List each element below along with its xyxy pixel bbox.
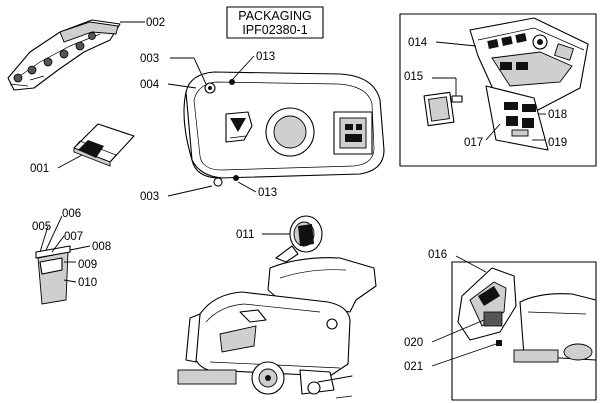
callout-021: 021 bbox=[404, 361, 423, 373]
leader-017 bbox=[485, 123, 501, 141]
callout-007: 007 bbox=[64, 231, 83, 243]
callout-017: 017 bbox=[464, 137, 483, 149]
callout-018: 018 bbox=[548, 109, 567, 121]
callout-014: 014 bbox=[408, 37, 428, 49]
leader-001 bbox=[57, 154, 83, 169]
part-001-drawing bbox=[73, 123, 135, 167]
leader-008 bbox=[69, 245, 91, 251]
leader-004 bbox=[167, 83, 197, 89]
leader-014 bbox=[435, 41, 477, 47]
title-line-2: IPF02380-1 bbox=[242, 23, 307, 37]
leader-021 bbox=[431, 343, 497, 367]
callout-011: 011 bbox=[236, 229, 254, 241]
title-box: PACKAGING IPF02380-1 bbox=[226, 6, 324, 39]
callout-016: 016 bbox=[428, 249, 447, 261]
callout-004: 004 bbox=[140, 79, 160, 91]
callout-002: 002 bbox=[146, 17, 165, 29]
title-line-1: PACKAGING bbox=[238, 9, 311, 23]
part-002-drawing bbox=[7, 19, 121, 91]
callout-019: 019 bbox=[548, 137, 567, 149]
title-frame bbox=[226, 6, 324, 39]
callout-001: 001 bbox=[30, 163, 49, 175]
callout-005: 005 bbox=[32, 221, 51, 233]
floor-scrubber-drawing bbox=[177, 245, 377, 399]
callout-020: 020 bbox=[404, 337, 423, 349]
callout-015: 015 bbox=[404, 71, 423, 83]
leader-003-bottom bbox=[167, 185, 213, 197]
callout-010: 010 bbox=[78, 277, 97, 289]
part-005-010-drawing bbox=[35, 245, 71, 305]
leader-006 bbox=[45, 215, 63, 251]
callout-013-top: 013 bbox=[256, 51, 275, 63]
leader-005 bbox=[39, 225, 49, 253]
leader-020 bbox=[431, 319, 485, 343]
callout-003-bottom: 003 bbox=[140, 191, 159, 203]
callout-013-bottom: 013 bbox=[258, 187, 277, 199]
control-panel-inset bbox=[399, 13, 597, 167]
callout-006: 006 bbox=[62, 208, 81, 220]
inset-frame-control-panel bbox=[399, 13, 597, 167]
leader-013-bottom bbox=[237, 181, 257, 193]
callout-009: 009 bbox=[78, 259, 97, 271]
top-cover-drawing bbox=[183, 71, 385, 187]
leader-013-top bbox=[231, 55, 255, 81]
leader-016 bbox=[455, 255, 487, 273]
side-panel-inset bbox=[451, 261, 597, 401]
leader-007 bbox=[51, 235, 65, 253]
part-011-drawing bbox=[289, 215, 323, 253]
leader-010 bbox=[63, 279, 77, 283]
callout-003-top: 003 bbox=[140, 53, 159, 65]
callout-008: 008 bbox=[92, 241, 111, 253]
